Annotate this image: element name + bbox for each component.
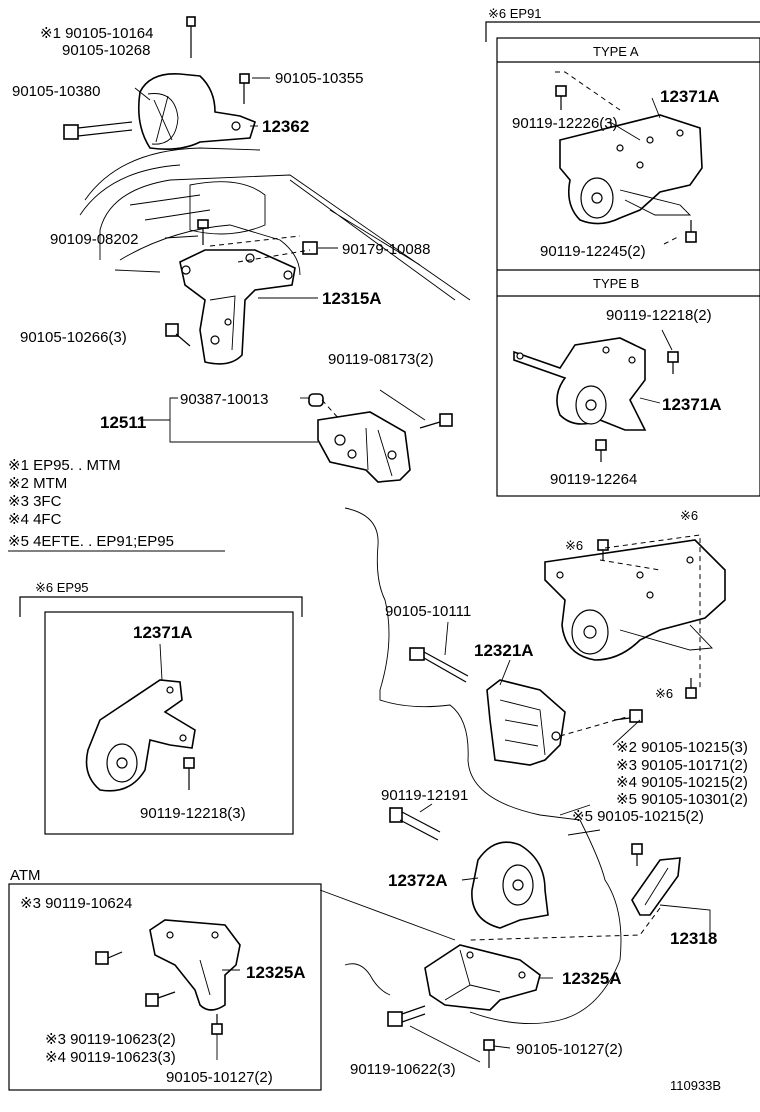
part-12511: [317, 411, 411, 483]
label-90109-08202: 90109-08202: [50, 231, 138, 248]
note-5: ※5 4EFTE. . EP91;EP95: [8, 533, 174, 550]
atm-title: ATM: [10, 867, 41, 884]
callouts: ※1 90105-10164 90105-10268 90105-10380 9…: [8, 25, 748, 1093]
note-4: ※4 4FC: [8, 511, 62, 528]
label-multi-4: ※5 90105-10301(2): [616, 791, 748, 808]
label-90105-10215-5: ※5 90105-10215(2): [572, 808, 704, 825]
label-90105-10111: 90105-10111: [385, 603, 471, 620]
type-a-label: TYPE A: [593, 44, 639, 59]
label-90105-10268: 90105-10268: [62, 42, 150, 59]
label-90105-10355: 90105-10355: [275, 70, 363, 87]
part-12321a: [486, 679, 566, 766]
label-90119-08173: 90119-08173(2): [328, 351, 434, 368]
part-12371a-ep95: [85, 679, 196, 792]
part-12371a-ep6: [544, 539, 726, 661]
label-type-b-12371a: 12371A: [662, 395, 722, 414]
note-3: ※3 3FC: [8, 493, 62, 510]
part-12325a-atm: [149, 919, 241, 1011]
label-90105-10127: 90105-10127(2): [516, 1041, 623, 1058]
label-12318: 12318: [670, 929, 717, 948]
transmission-outline: [344, 507, 622, 1024]
label-atm-90119-10623-2: ※3 90119-10623(2): [45, 1031, 176, 1048]
label-atm-90119-10624: ※3 90119-10624: [20, 895, 132, 912]
label-multi-2: ※3 90105-10171(2): [616, 757, 748, 774]
ep95-group: ※6 EP95: [19, 580, 303, 835]
ep95-title: ※6 EP95: [35, 580, 89, 595]
part-12371a-type-b: [513, 337, 647, 431]
label-90119-10622: 90119-10622(3): [350, 1061, 456, 1078]
label-90387-10013: 90387-10013: [180, 391, 268, 408]
label-atm-12325a: 12325A: [246, 963, 306, 982]
label-12315a: 12315A: [322, 289, 382, 308]
label-90119-12218-ep95: 90119-12218(3): [140, 805, 246, 822]
reference-number: 110933B: [670, 1078, 721, 1093]
label-90119-12191: 90119-12191: [381, 787, 468, 804]
label-ep6-c: ※6: [655, 686, 673, 701]
label-90119-12245: 90119-12245(2): [540, 243, 646, 260]
label-90119-12264: 90119-12264: [550, 471, 637, 488]
label-ep6-a: ※6: [680, 508, 698, 523]
label-90105-10380: 90105-10380: [12, 83, 100, 100]
part-12318: [631, 857, 681, 916]
type-b-label: TYPE B: [593, 276, 639, 291]
label-12511: 12511: [100, 413, 146, 432]
label-type-a-12371a: 12371A: [660, 87, 720, 106]
bolts: [63, 16, 697, 1068]
label-atm-90105-10127: 90105-10127(2): [166, 1069, 273, 1086]
atm-group: ATM: [8, 867, 322, 1091]
label-atm-90119-10623-3: ※4 90119-10623(3): [45, 1049, 176, 1066]
label-12325a: 12325A: [562, 969, 622, 988]
part-12362: [137, 73, 256, 150]
leader-lines: [134, 71, 711, 1063]
label-multi-3: ※4 90105-10215(2): [616, 774, 748, 791]
note-1: ※1 EP95. . MTM: [8, 457, 121, 474]
label-90179-10088: 90179-10088: [342, 241, 430, 258]
label-90119-12218-b: 90119-12218(2): [606, 307, 712, 324]
note-2: ※2 MTM: [8, 475, 67, 492]
ep91-title: ※6 EP91: [488, 6, 542, 21]
label-ep95-12371a: 12371A: [133, 623, 193, 642]
label-12372a: 12372A: [388, 871, 448, 890]
ep91-group: ※6 EP91 TYPE A TYPE B: [485, 6, 760, 497]
label-multi-1: ※2 90105-10215(3): [616, 739, 748, 756]
label-12362: 12362: [262, 117, 309, 136]
label-90105-10164: ※1 90105-10164: [40, 25, 154, 42]
engine-outline: [79, 147, 471, 301]
part-12372a: [471, 841, 549, 929]
part-12371a-type-a: [559, 114, 703, 225]
part-12315a: [179, 249, 296, 365]
part-12325a-main: [424, 944, 541, 1011]
label-12321a: 12321A: [474, 641, 534, 660]
label-ep6-b: ※6: [565, 538, 583, 553]
label-90119-12226: 90119-12226(3): [512, 115, 618, 132]
label-90105-10266: 90105-10266(3): [20, 329, 127, 346]
